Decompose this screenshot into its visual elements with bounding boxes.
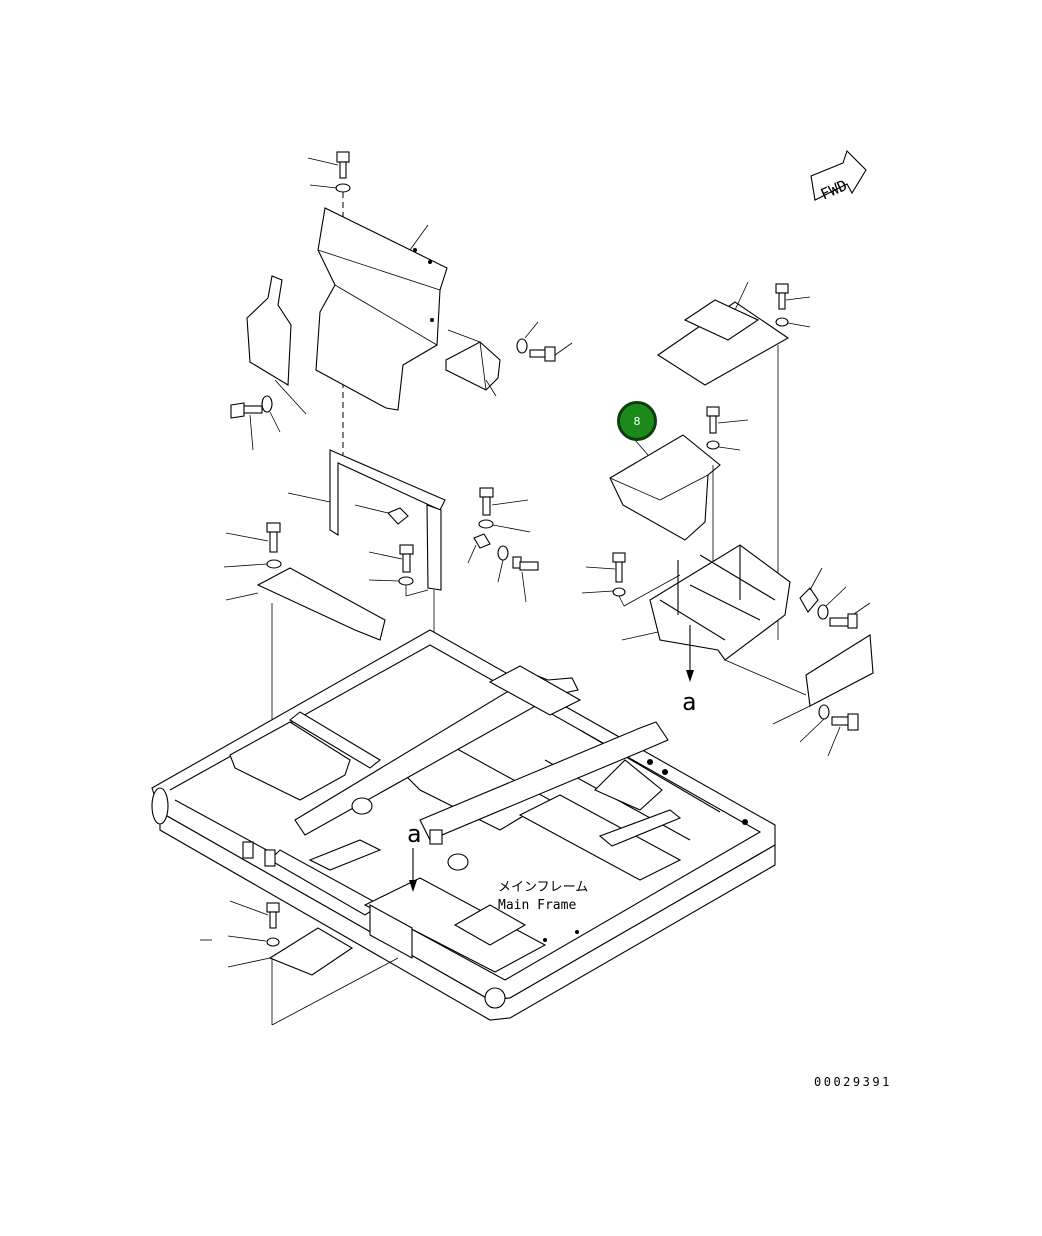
right-box-assembly: a	[581, 281, 874, 757]
middle-stand-bracket	[223, 449, 539, 855]
main-frame-label-ja: メインフレーム	[498, 880, 588, 895]
main-frame-label-en: Main Frame	[498, 898, 576, 913]
fwd-label: FWD	[818, 176, 850, 203]
callout-badge-8[interactable]: 8	[617, 401, 657, 441]
lower-cover-plate	[200, 900, 399, 1026]
view-marker-right: a	[682, 688, 696, 716]
drawing-number: 00029391	[814, 1075, 892, 1089]
view-marker-center: a	[407, 820, 421, 848]
main-frame: a メインフレーム Main Frame	[151, 629, 776, 1021]
fwd-arrow-icon: FWD	[810, 149, 867, 204]
callout-badge-label: 8	[633, 414, 641, 428]
upper-cover-assembly	[230, 151, 573, 455]
